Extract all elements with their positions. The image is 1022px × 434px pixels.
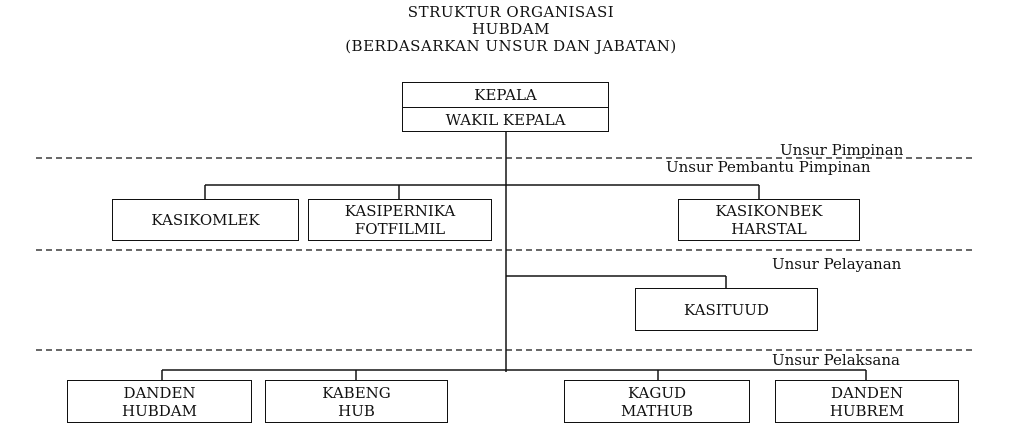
unit-box-danden-hubdam: DANDEN HUBDAM <box>67 380 252 423</box>
head-box: KEPALA WAKIL KEPALA <box>402 82 609 132</box>
kepala-label: KEPALA <box>474 86 537 104</box>
title-line-3: (BERDASARKAN UNSUR DAN JABATAN) <box>345 37 677 55</box>
title-line-2: HUBDAM <box>472 20 550 38</box>
unit-line-2: FOTFILMIL <box>354 220 446 238</box>
unit-box-kagud-mathub: KAGUD MATHUB <box>564 380 750 423</box>
unit-line-2: HARSTAL <box>731 220 807 238</box>
unit-line-1: KASIKOMLEK <box>151 211 260 229</box>
zone-label-pembantu: Unsur Pembantu Pimpinan <box>666 158 871 176</box>
unit-box-danden-hubrem: DANDEN HUBREM <box>775 380 959 423</box>
title-line-1: STRUKTUR ORGANISASI <box>407 3 615 21</box>
unit-line-2: HUBDAM <box>122 401 197 420</box>
unit-line-1: DANDEN <box>123 383 196 402</box>
zone-label-pelaksana: Unsur Pelaksana <box>772 351 900 369</box>
unit-line-2: HUBREM <box>829 401 905 420</box>
unit-line-1: KABENG <box>322 383 391 402</box>
unit-box-kasikomlek: KASIKOMLEK <box>112 199 299 241</box>
unit-box-kasipernika: KASIPERNIKA FOTFILMIL <box>308 199 492 241</box>
unit-box-kasituud: KASITUUD <box>635 288 818 331</box>
unit-box-kabeng-hub: KABENG HUB <box>265 380 448 423</box>
unit-line-1: DANDEN <box>830 383 904 402</box>
unit-line-1: KASITUUD <box>684 300 769 319</box>
chart-title: STRUKTUR ORGANISASI HUBDAM (BERDASARKAN … <box>0 4 1022 55</box>
unit-line-1: KAGUD <box>627 383 687 402</box>
wakil-kepala-label: WAKIL KEPALA <box>403 107 608 132</box>
unit-box-kasikonbek: KASIKONBEK HARSTAL <box>678 199 860 241</box>
zone-label-pelayanan: Unsur Pelayanan <box>772 255 902 273</box>
zone-label-pimpinan: Unsur Pimpinan <box>780 141 904 159</box>
unit-line-2: MATHUB <box>620 401 694 420</box>
unit-line-1: KASIKONBEK <box>715 202 823 220</box>
unit-line-2: HUB <box>338 401 375 420</box>
unit-line-1: KASIPERNIKA <box>344 202 456 220</box>
